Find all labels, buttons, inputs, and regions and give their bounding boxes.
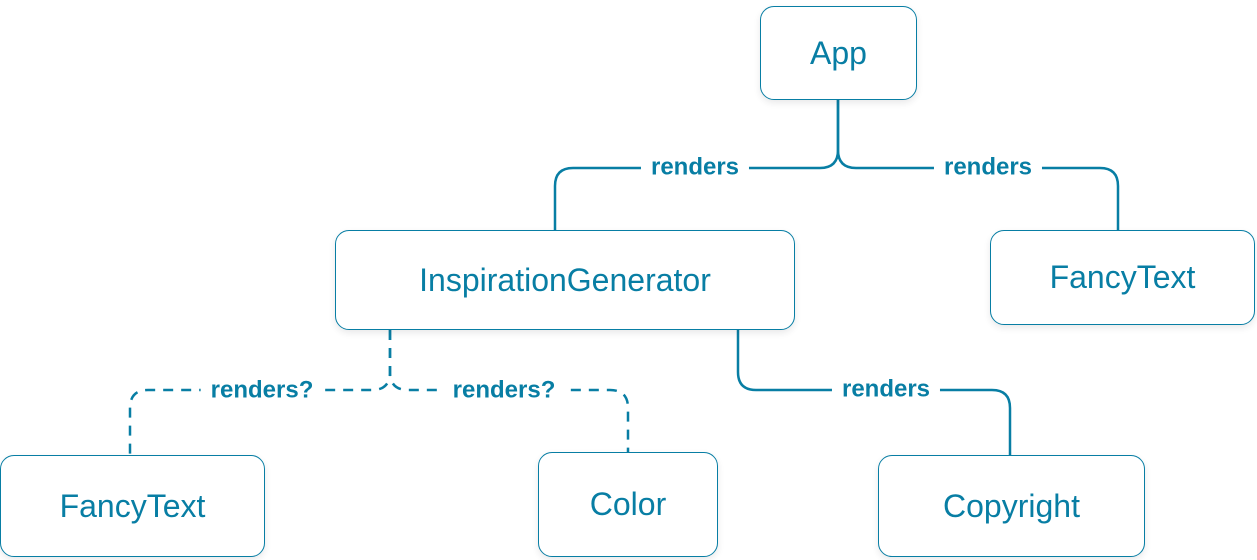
node-color-label: Color [589,486,667,522]
edge-label-inspiration-generator-fancy-text-bottom: renders? [200,376,324,406]
node-fancy-text-top-label: FancyText [1049,259,1196,295]
edge-label-inspiration-generator-color: renders? [442,376,566,406]
node-app: App [760,6,917,100]
node-copyright: Copyright [878,455,1145,557]
node-fancy-text-bottom: FancyText [0,455,265,557]
node-inspiration-generator-label: InspirationGenerator [419,261,711,298]
node-copyright-label: Copyright [943,487,1080,524]
node-app-label: App [810,34,867,71]
node-inspiration-generator: InspirationGenerator [335,230,795,330]
node-color: Color [538,452,718,557]
node-fancy-text-bottom-label: FancyText [59,487,206,524]
edge-label-app-fancy-text-top: renders [933,153,1043,183]
edge-inspiration-generator-to-color [388,330,630,453]
node-fancy-text-top: FancyText [990,230,1255,325]
edge-label-app-inspiration-generator: renders [640,153,750,183]
edge-label-inspiration-generator-copyright: renders [831,375,941,405]
